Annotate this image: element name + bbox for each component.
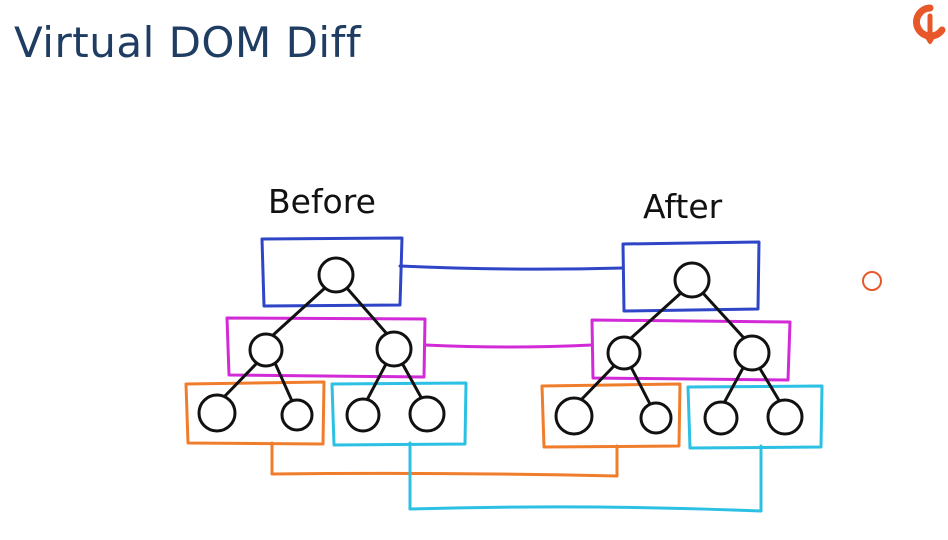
before-root-box	[260, 236, 404, 308]
after-second-level-box	[590, 318, 792, 382]
after-child-node	[733, 334, 771, 372]
logo-icon	[913, 4, 946, 44]
before-child-node	[375, 330, 413, 368]
slide-title: Virtual DOM Diff	[14, 18, 362, 67]
circle-icon	[862, 271, 882, 291]
before-child-node	[248, 332, 284, 368]
after-edge	[722, 366, 745, 405]
before-edge	[400, 361, 424, 401]
root-level-connector	[398, 264, 625, 271]
before-edge	[365, 362, 388, 402]
before-root-node	[317, 256, 355, 294]
before-edge	[270, 285, 328, 338]
before-leaf-node	[345, 397, 381, 433]
before-label: Before	[268, 182, 376, 221]
before-leaf-node	[280, 398, 314, 432]
before-leaf-node	[408, 395, 446, 433]
second-level-connector	[423, 343, 594, 349]
before-second-level-box	[225, 316, 427, 379]
third-level-right-connector	[408, 441, 763, 513]
after-third-level-right-box	[686, 384, 824, 450]
before-tree	[184, 236, 468, 447]
after-label: After	[643, 187, 723, 226]
after-edge	[629, 365, 652, 406]
before-third-level-left-box	[184, 380, 326, 446]
after-leaf-node	[639, 401, 673, 435]
after-root-box	[621, 240, 761, 313]
after-edge	[700, 290, 745, 339]
after-leaf-node	[703, 400, 739, 436]
after-tree	[540, 240, 824, 450]
before-edge	[221, 360, 260, 400]
before-edge	[344, 285, 389, 336]
after-third-level-left-box	[540, 382, 682, 449]
after-child-node	[606, 335, 642, 371]
before-leaf-node	[197, 393, 237, 433]
after-edge	[628, 290, 684, 341]
after-root-node	[673, 261, 711, 299]
after-edge	[757, 365, 782, 404]
before-edge	[273, 361, 294, 403]
before-third-level-right-box	[330, 381, 468, 447]
after-leaf-node	[554, 396, 594, 436]
after-leaf-node	[766, 398, 804, 436]
third-level-left-connector	[270, 441, 619, 478]
after-edge	[577, 364, 616, 404]
